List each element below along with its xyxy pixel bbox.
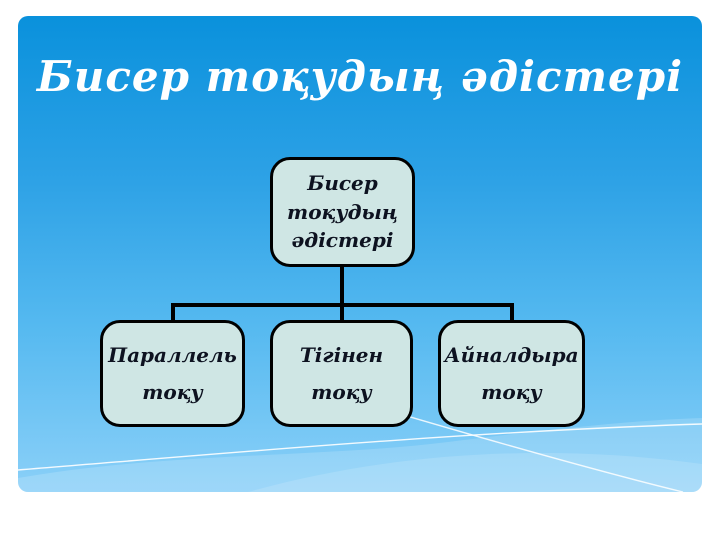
diagram-node-root: Бисер тоқудың әдістері [270, 157, 415, 267]
slide-canvas: Бисер тоқудың әдістері Бисер тоқудың әді… [18, 16, 702, 492]
node-label-line: Айналдыра [444, 342, 579, 367]
diagram-node-circular-weaving: Айналдыра тоқу [438, 320, 585, 427]
node-label-line: тоқу [142, 379, 203, 404]
node-label-line: Тігінен [299, 342, 384, 367]
node-label-line: тоқудың [287, 199, 398, 224]
connector-drop-left [171, 303, 175, 324]
connector-drop-right [510, 303, 514, 324]
node-label-line: Бисер [307, 171, 378, 196]
wave-decoration [18, 405, 702, 492]
node-label-line: Параллель [108, 342, 237, 367]
node-label-line: тоқу [481, 379, 542, 404]
connector-horizontal [171, 303, 514, 307]
diagram-node-vertical-weaving: Тігінен тоқу [270, 320, 413, 427]
connector-stem [340, 265, 344, 324]
node-label-line: әдістері [291, 228, 394, 253]
slide-title: Бисер тоқудың әдістері [36, 52, 684, 101]
diagram-node-parallel-weaving: Параллель тоқу [100, 320, 245, 427]
node-label-line: тоқу [311, 379, 372, 404]
